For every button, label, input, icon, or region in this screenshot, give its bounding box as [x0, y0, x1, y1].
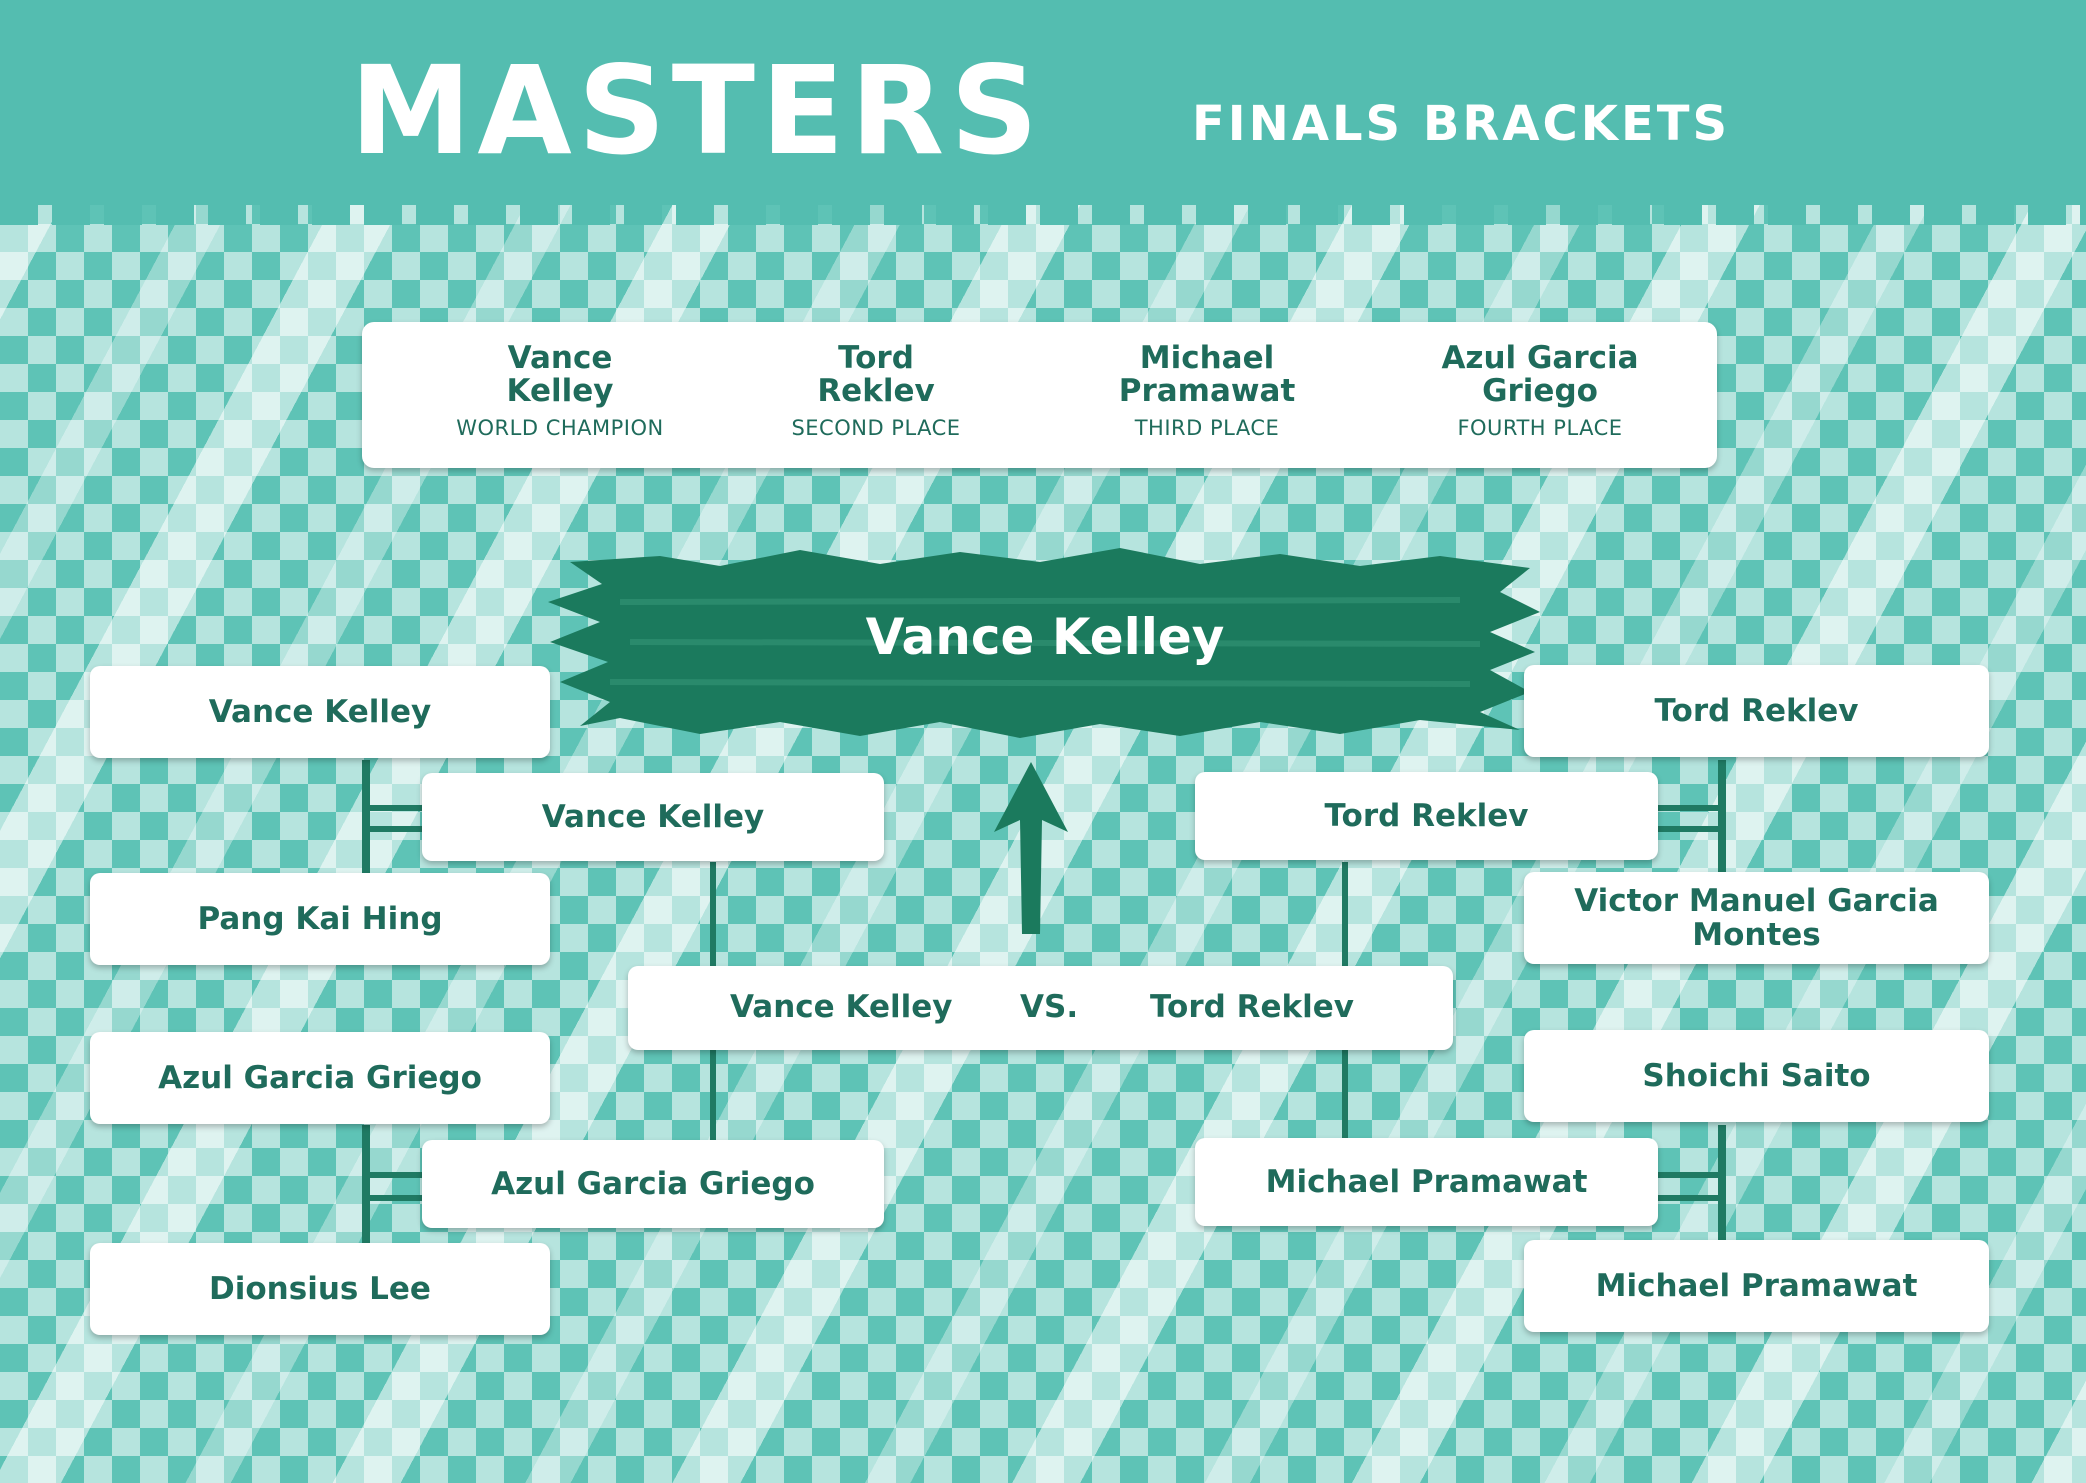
bracket-line [710, 862, 716, 968]
bracket-line [1658, 1172, 1718, 1178]
final-vs-label: VS. [1020, 989, 1079, 1025]
champion-brush-banner [548, 548, 1540, 738]
left-semi-winner-1: Vance Kelley [422, 773, 884, 861]
header-brush-edge [0, 195, 2086, 225]
bracket-line [362, 1125, 370, 1250]
up-arrow-icon [994, 762, 1068, 934]
page-subtitle: FINALS BRACKETS [1192, 96, 1731, 152]
left-round1-player-4: Dionsius Lee [90, 1243, 550, 1335]
standing-name: Michael Pramawat [1118, 340, 1296, 410]
bracket-line [1658, 1195, 1718, 1201]
right-round1-player-2: Victor Manuel Garcia Montes [1524, 872, 1989, 964]
bracket-line [1342, 1050, 1348, 1158]
left-round1-player-1: Vance Kelley [90, 666, 550, 758]
final-match-card: Vance Kelley VS. Tord Reklev [628, 966, 1453, 1050]
header-band [0, 0, 2086, 205]
champion-name: Vance Kelley [865, 608, 1225, 666]
bracket-line [1342, 862, 1348, 968]
standing-name: Azul Garcia Griego [1441, 340, 1639, 410]
standing-fourth: Azul Garcia Griego FOURTH PLACE [1390, 340, 1690, 441]
right-semi-winner-1: Tord Reklev [1195, 772, 1658, 860]
page-title: MASTERS [350, 40, 1045, 182]
standing-name: Tord Reklev [817, 340, 935, 410]
final-player-right: Tord Reklev [1150, 989, 1354, 1025]
final-standings-card: Vance Kelley WORLD CHAMPION Tord Reklev … [362, 322, 1717, 468]
right-round1-player-3: Shoichi Saito [1524, 1030, 1989, 1122]
standing-place: FOURTH PLACE [1457, 416, 1623, 441]
final-player-left: Vance Kelley [730, 989, 953, 1025]
right-round1-player-4: Michael Pramawat [1524, 1240, 1989, 1332]
left-round1-player-2: Pang Kai Hing [90, 873, 550, 965]
bracket-line [362, 760, 370, 914]
left-semi-winner-2: Azul Garcia Griego [422, 1140, 884, 1228]
bracket-line [362, 826, 422, 832]
bracket-line [362, 805, 422, 811]
bracket-line [362, 1195, 422, 1201]
bracket-line [1718, 1125, 1726, 1250]
standing-name: Vance Kelley [506, 340, 614, 410]
standing-place: SECOND PLACE [791, 416, 961, 441]
right-round1-player-1: Tord Reklev [1524, 665, 1989, 757]
bracket-line [362, 1172, 422, 1178]
right-semi-winner-2: Michael Pramawat [1195, 1138, 1658, 1226]
bracket-line [1658, 826, 1718, 832]
standing-place: THIRD PLACE [1134, 416, 1280, 441]
standing-place: WORLD CHAMPION [456, 416, 664, 441]
bracket-line [1718, 760, 1726, 914]
standing-third: Michael Pramawat THIRD PLACE [1057, 340, 1357, 441]
bracket-line [1658, 805, 1718, 811]
left-round1-player-3: Azul Garcia Griego [90, 1032, 550, 1124]
standing-second: Tord Reklev SECOND PLACE [726, 340, 1026, 441]
bracket-line [710, 1050, 716, 1158]
standing-first: Vance Kelley WORLD CHAMPION [410, 340, 710, 441]
